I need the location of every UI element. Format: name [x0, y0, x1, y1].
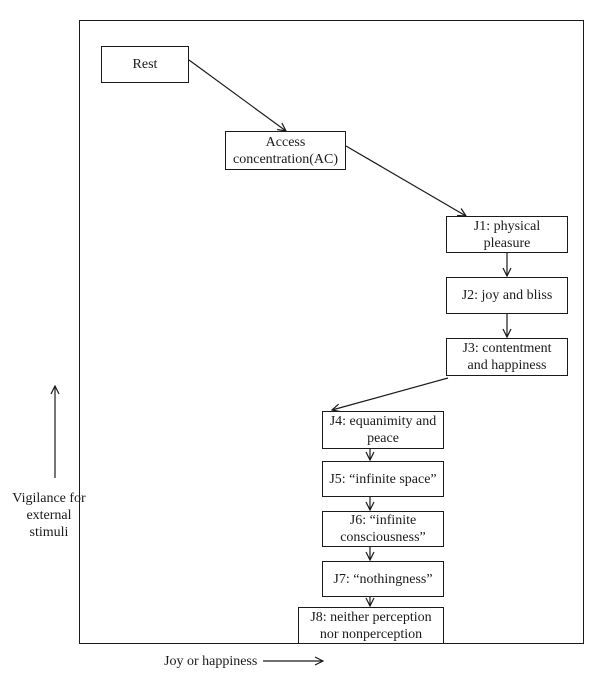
y-axis-label: Vigilance for external stimuli	[12, 491, 86, 540]
node-access-concentration: Access concentration(AC)	[225, 131, 346, 170]
arrow-j3-to-j4	[332, 377, 449, 410]
node-j5: J5: “infinite space”	[322, 461, 444, 497]
node-j6: J6: “infinite consciousness”	[322, 511, 444, 547]
node-j2: J2: joy and bliss	[446, 277, 568, 314]
arrow-ac-to-j1	[345, 145, 466, 216]
node-rest: Rest	[101, 46, 189, 83]
node-j7: J7: “nothingness”	[322, 561, 444, 597]
node-j8: J8: neither perception nor nonperception	[298, 607, 444, 644]
node-j4: J4: equanimity and peace	[322, 411, 444, 449]
node-j3: J3: contentment and happiness	[446, 338, 568, 376]
arrow-rest-to-ac	[188, 59, 286, 131]
x-axis-label: Joy or happiness	[164, 654, 258, 669]
node-j1: J1: physical pleasure	[446, 216, 568, 253]
